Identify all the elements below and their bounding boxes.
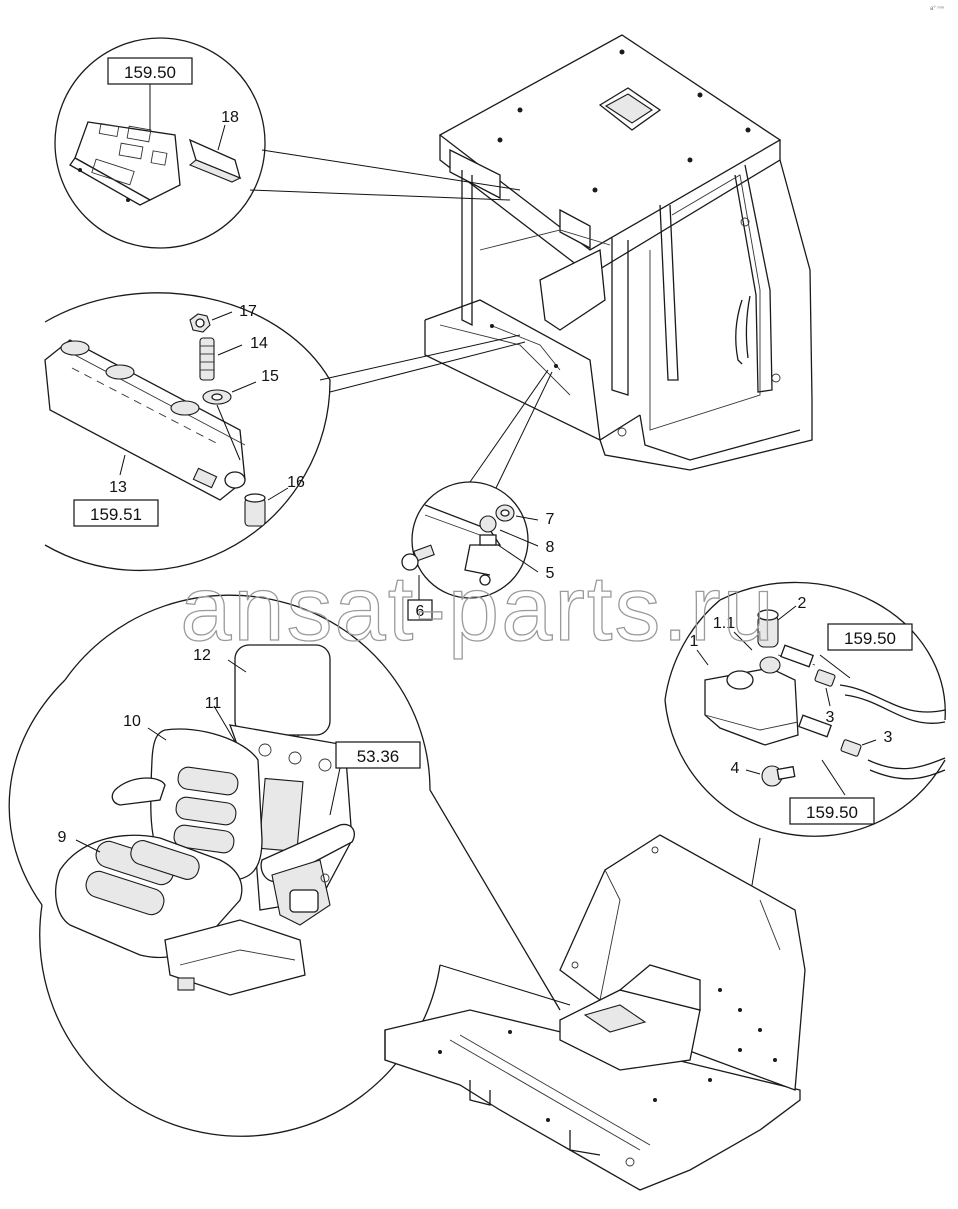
cab-floor <box>384 834 806 1191</box>
callout-17: 17 <box>239 303 257 320</box>
callout-1: 1 <box>690 633 699 650</box>
ref-box-light: 159.51 <box>73 499 159 527</box>
callout-15: 15 <box>261 368 279 385</box>
bracket-detail <box>401 369 553 602</box>
callout-18: 18 <box>221 109 239 126</box>
callout-14: 14 <box>250 335 268 352</box>
callout-9: 9 <box>58 829 67 846</box>
svg-text:159.50: 159.50 <box>124 63 176 82</box>
callout-4: 4 <box>731 760 740 777</box>
interior-light-detail <box>44 292 526 572</box>
callout-6-box: 6 <box>407 599 433 621</box>
callout-13: 13 <box>109 479 127 496</box>
callout-10: 10 <box>123 713 141 730</box>
ref-box-seat: 53.36 <box>335 741 421 769</box>
callout-16: 16 <box>287 474 305 491</box>
sun-visor-detail <box>54 37 521 249</box>
washer-detail <box>664 581 946 986</box>
seat-detail <box>8 594 571 1137</box>
svg-text:159.50: 159.50 <box>806 803 858 822</box>
callout-3-upper: 3 <box>826 709 835 726</box>
watermark-text: ansat-parts.ru <box>180 558 776 660</box>
callout-11: 11 <box>205 695 222 712</box>
svg-text:159.50: 159.50 <box>844 629 896 648</box>
callout-8: 8 <box>546 539 555 556</box>
callout-1-1: 1.1 <box>713 615 735 632</box>
callout-12: 12 <box>193 647 211 664</box>
ref-box-washer-top: 159.50 <box>827 623 913 651</box>
ref-box-sun-visor: 159.50 <box>107 57 193 85</box>
corner-mark: a° ⁿⁿⁿ <box>930 5 944 12</box>
cab-frame <box>424 34 813 471</box>
svg-text:6: 6 <box>416 603 425 620</box>
svg-text:159.51: 159.51 <box>90 505 142 524</box>
ref-box-washer-bottom: 159.50 <box>789 797 875 825</box>
callout-3-lower: 3 <box>884 729 893 746</box>
svg-text:53.36: 53.36 <box>357 747 400 766</box>
callout-2: 2 <box>798 595 807 612</box>
callout-5: 5 <box>546 565 555 582</box>
callout-7: 7 <box>546 511 555 528</box>
